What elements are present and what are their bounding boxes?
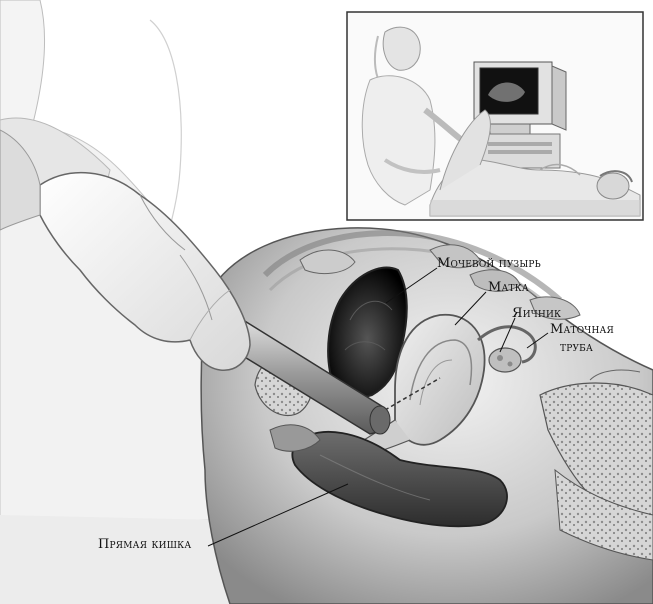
label-uterus: Матка (488, 280, 529, 295)
label-fallopian-tube-line2: труба (560, 340, 593, 355)
inset-scene (347, 12, 643, 220)
label-rectum: Прямая кишка (98, 537, 191, 552)
label-ovary: Яичник (512, 306, 561, 321)
label-fallopian-tube-line1: Маточная (550, 322, 614, 337)
label-bladder: Мочевой пузырь (437, 256, 541, 271)
ovary-shape (489, 348, 521, 372)
pelvis-cross-section (201, 228, 653, 604)
